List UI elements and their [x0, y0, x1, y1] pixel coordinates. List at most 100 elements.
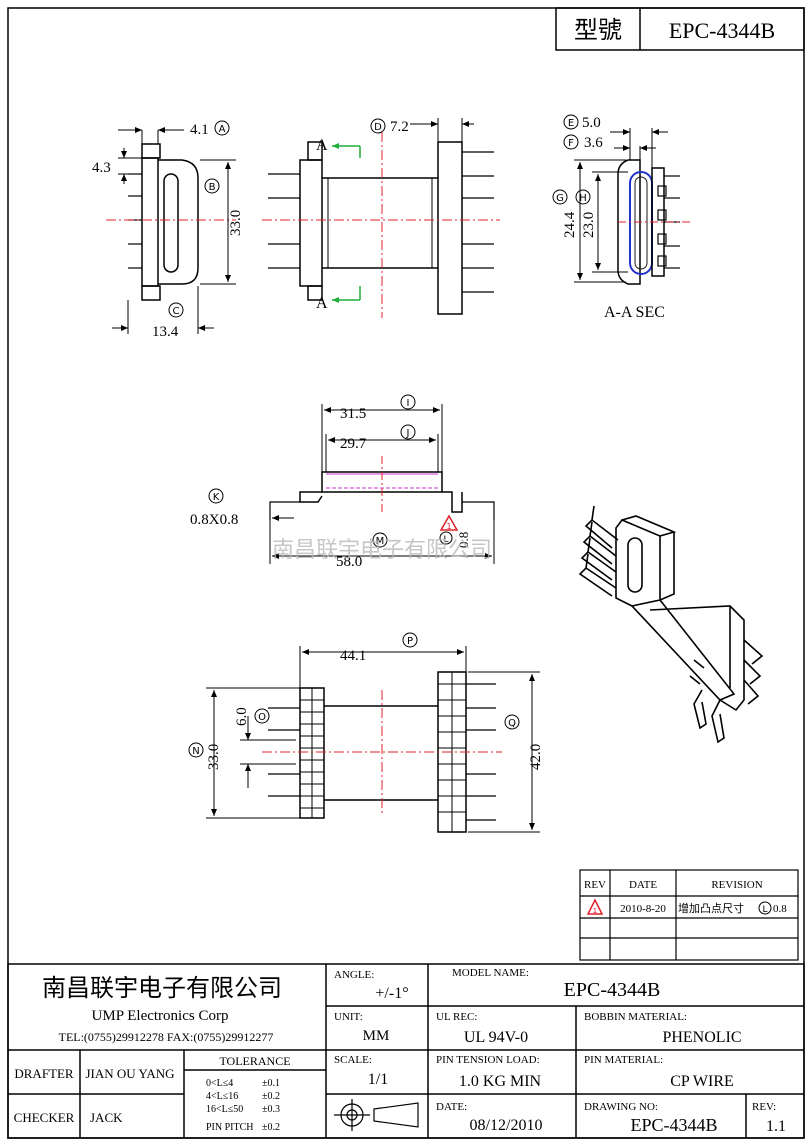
rev-row-value: 0.8	[773, 903, 787, 915]
angle-value: +/-1°	[375, 985, 408, 1002]
title-block	[7, 963, 805, 1139]
svg-text:J: J	[406, 428, 410, 439]
unit-label: UNIT:	[334, 1011, 363, 1023]
circle-mark-q: Q	[504, 714, 520, 730]
front-view-labels: 4.1 A 4.3 B 33.0 C 13.4	[92, 120, 244, 340]
rev-header-date: DATE	[629, 879, 657, 891]
svg-text:I: I	[407, 398, 410, 409]
checker-label: CHECKER	[14, 1110, 75, 1125]
date-label: DATE:	[436, 1101, 467, 1113]
svg-text:M: M	[376, 536, 385, 547]
title-block-text: 南昌联宇电子有限公司 UMP Electronics Corp TEL:(075…	[14, 967, 786, 1135]
svg-text:F: F	[568, 138, 574, 149]
company-name-en: UMP Electronics Corp	[92, 1008, 229, 1024]
circle-mark-i: I	[400, 394, 416, 410]
bobbin-value: PHENOLIC	[662, 1029, 741, 1046]
dim-0-8-l: 0.8	[456, 532, 471, 548]
svg-text:1: 1	[593, 907, 597, 915]
svg-text:C: C	[173, 306, 180, 317]
company-contact: TEL:(0755)29912278 FAX:(0755)29912277	[59, 1030, 274, 1044]
isometric-view	[578, 505, 764, 744]
dim-6-0: 6.0	[234, 707, 250, 726]
svg-text:K: K	[213, 492, 220, 503]
dim-24-4: 24.4	[562, 211, 578, 238]
section-view-labels: E 5.0 F 3.6 G 24.4 H 23.0 A-A SEC	[552, 114, 665, 321]
tol-value-1: ±0.1	[262, 1078, 280, 1089]
dim-31-5: 31.5	[340, 406, 366, 422]
circle-mark-a: A	[214, 120, 230, 136]
watermark: 南昌联宇电子有限公司	[272, 538, 492, 563]
front-view	[106, 127, 236, 334]
svg-text:D: D	[374, 122, 382, 133]
tol-value-3: ±0.3	[262, 1104, 280, 1115]
tension-value: 1.0 KG MIN	[459, 1073, 542, 1090]
rev-row-date: 2010-8-20	[620, 903, 666, 915]
scale-value: 1/1	[368, 1071, 388, 1088]
svg-text:L: L	[762, 905, 767, 915]
svg-text:N: N	[192, 746, 199, 757]
dim-42-0: 42.0	[528, 744, 544, 770]
circle-mark-o: O	[254, 708, 270, 724]
circle-mark-l-rev: L	[758, 901, 772, 915]
company-name-cn: 南昌联宇电子有限公司	[42, 974, 282, 1002]
tolerance-label: TOLERANCE	[219, 1054, 290, 1068]
dim-29-7: 29.7	[340, 436, 367, 452]
ul-value: UL 94V-0	[464, 1029, 528, 1046]
pin-material-label: PIN MATERIAL:	[584, 1054, 663, 1066]
header-model-label: 型號	[574, 16, 622, 44]
section-caption: A-A SEC	[604, 304, 665, 321]
revision-table-text: REV DATE REVISION 1 2010-8-20 增加凸点尺寸 L 0…	[584, 879, 787, 915]
circle-mark-n: N	[188, 742, 204, 758]
circle-mark-k: K	[208, 488, 224, 504]
pin-material-value: CP WIRE	[670, 1073, 734, 1090]
dim-4-3: 4.3	[92, 160, 111, 176]
drafter-label: DRAFTER	[14, 1066, 74, 1081]
svg-text:E: E	[568, 118, 574, 129]
drawing-no-label: DRAWING NO:	[584, 1101, 658, 1113]
circle-mark-c: C	[168, 302, 184, 318]
scale-label: SCALE:	[334, 1054, 372, 1066]
circle-mark-h: H	[575, 189, 591, 205]
tol-range-4: PIN PITCH	[206, 1122, 254, 1133]
revision-triangle-icon: 1	[586, 898, 604, 915]
svg-text:L: L	[443, 535, 448, 545]
circle-mark-g: G	[552, 189, 568, 205]
circle-mark-f: F	[563, 134, 579, 150]
unit-value: MM	[363, 1028, 390, 1044]
tension-label: PIN TENSION LOAD:	[436, 1054, 540, 1066]
projection-symbol-icon	[334, 1099, 419, 1131]
section-view	[574, 128, 690, 285]
ul-label: UL REC:	[436, 1011, 477, 1023]
header-model-value: EPC-4344B	[669, 18, 775, 43]
svg-text:Q: Q	[508, 718, 516, 729]
rev-value: 1.1	[766, 1118, 786, 1135]
section-mark-top: A	[316, 137, 328, 154]
revision-triangle-icon: 1	[439, 514, 459, 531]
model-name-value: EPC-4344B	[564, 979, 661, 1001]
bobbin-label: BOBBIN MATERIAL:	[584, 1011, 687, 1023]
tol-value-2: ±0.2	[262, 1091, 280, 1102]
dim-33-0-front: 33.0	[228, 210, 244, 236]
svg-text:H: H	[579, 193, 587, 204]
revision-table	[579, 869, 799, 961]
svg-text:B: B	[209, 182, 216, 193]
circle-mark-m: M	[372, 532, 388, 548]
circle-mark-b: B	[204, 178, 220, 194]
bottom-view	[206, 646, 540, 833]
dim-4-1: 4.1	[190, 122, 209, 138]
drawing-no-value: EPC-4344B	[630, 1115, 717, 1135]
angle-label: ANGLE:	[334, 969, 374, 981]
svg-text:G: G	[556, 193, 564, 204]
svg-text:O: O	[258, 712, 266, 723]
svg-text:P: P	[407, 636, 413, 647]
top-view	[269, 404, 495, 564]
side-view-labels: A A D 7.2	[316, 118, 409, 312]
rev-label: REV:	[752, 1101, 776, 1113]
rev-header-revision: REVISION	[711, 879, 762, 891]
circle-mark-d: D	[370, 118, 386, 134]
section-mark-bottom: A	[316, 295, 328, 312]
top-view-labels: 31.5 I 29.7 J K 0.8X0.8 1 L 0.8 M 58.0 南…	[190, 394, 492, 570]
dim-3-6: 3.6	[584, 135, 603, 151]
circle-mark-l: L	[439, 531, 453, 545]
